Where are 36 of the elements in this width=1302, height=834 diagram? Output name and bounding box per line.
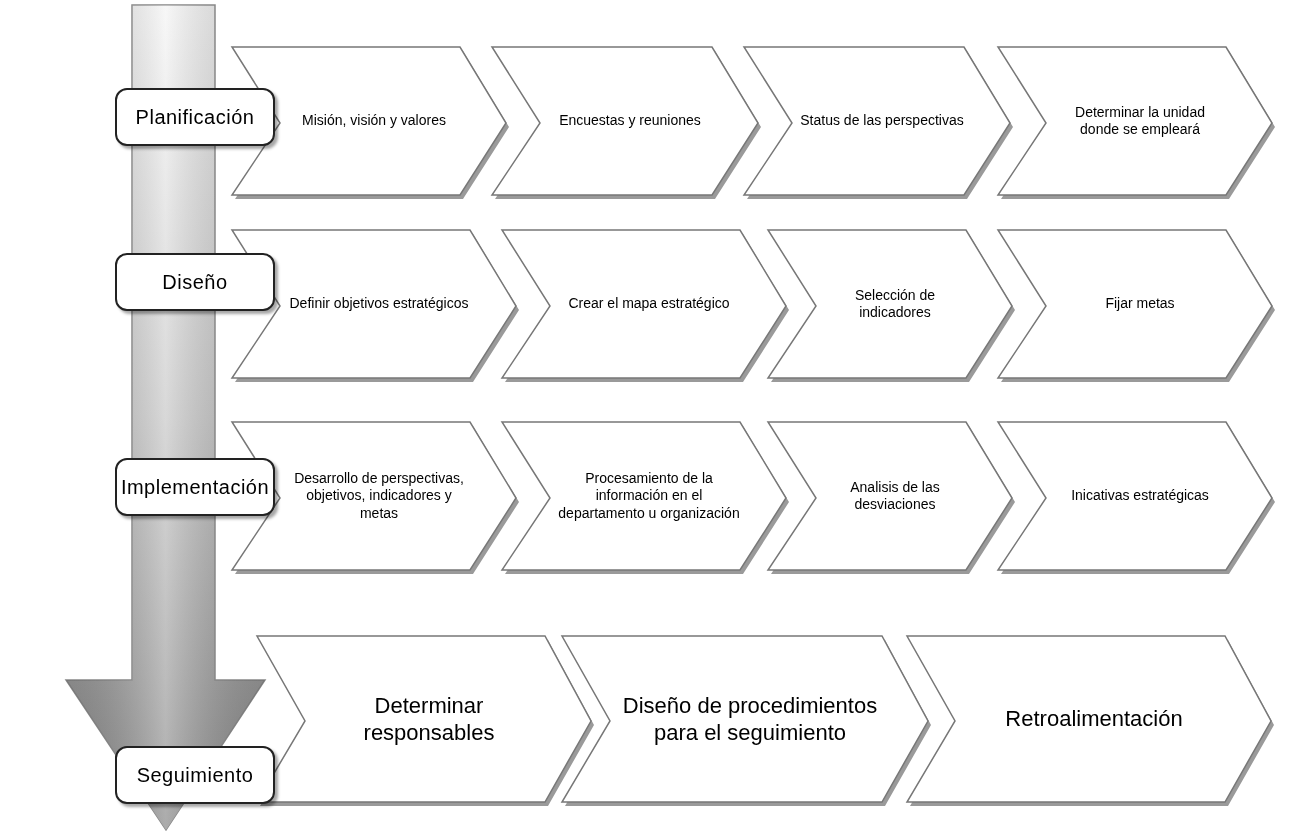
step-label: Seguimiento [136,763,254,788]
step-label: Analisis de las desviaciones [849,478,941,514]
step-label: Retroalimentación [1005,705,1183,733]
chevron-step [766,228,1016,384]
chevron-step [905,634,1275,808]
step-label: Misión, visión y valores [302,112,446,130]
chevron-step [500,228,790,384]
chevron-step [996,420,1276,576]
chevron-step [255,634,595,808]
phase-box [115,253,275,311]
step-label: Encuestas y reuniones [559,112,701,130]
step-label: Determinar la unidad donde se empleará [1074,103,1206,139]
step-label: Fijar metas [1105,295,1175,313]
chevron-step [766,420,1016,576]
step-label: Procesamiento de la información en el departamento u organización [558,469,740,523]
step-label: Planificación [135,105,255,130]
step-label: Desarrollo de perspectivas, objetivos, indicadores y metas [293,469,465,523]
chevron-step [996,228,1276,384]
chevron-step [560,634,932,808]
chevron-step [490,45,762,201]
chevron-step [500,420,790,576]
phase-box [115,88,275,146]
step-label: Definir objetivos estratégicos [289,295,469,313]
step-label: Implementación [120,475,270,500]
step-label: Diseño [162,270,228,295]
chevron-step [742,45,1014,201]
phase-box [115,746,275,804]
step-label: Inicativas estratégicas [1071,487,1209,505]
step-label: Status de las perspectivas [800,112,964,130]
step-label: Crear el mapa estratégico [568,295,730,313]
chevron-step [230,228,520,384]
chevron-step [996,45,1276,201]
step-label: Determinar responsables [362,691,496,747]
phase-box [115,458,275,516]
step-label: Diseño de procedimientos para el seguimiento [621,691,879,747]
step-label: Selección de indicadores [853,286,937,322]
